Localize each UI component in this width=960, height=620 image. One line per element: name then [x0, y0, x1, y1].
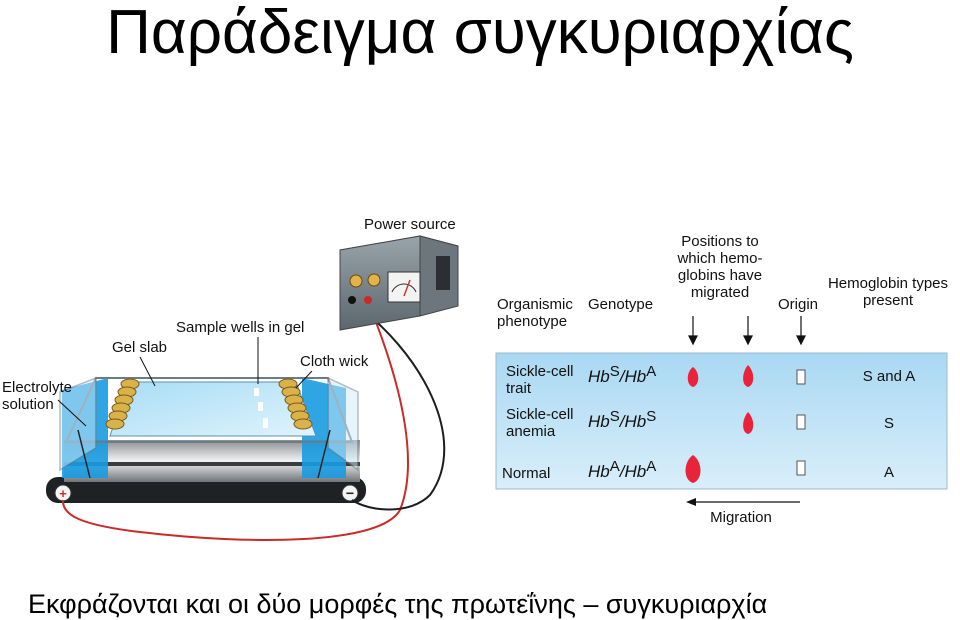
header-positions-3: globins have [678, 267, 762, 284]
svg-text:trait: trait [506, 380, 532, 397]
svg-text:−: − [346, 485, 354, 501]
band-hbs [743, 365, 754, 387]
negative-terminal: − [341, 484, 359, 502]
label-sample-wells: Sample wells in gel [176, 319, 304, 336]
black-wire [351, 301, 446, 511]
row-normal: Normal HbA/HbA A [502, 455, 894, 483]
results-panel [495, 352, 948, 490]
band-hba-strong [685, 455, 701, 483]
header-positions-4: migrated [691, 284, 749, 301]
slide-caption: Εκφράζονται και οι δύο μορφές της πρωτεΐ… [28, 589, 768, 619]
header-genotype: Genotype [588, 296, 653, 313]
header-phenotype: Organismic [497, 296, 573, 313]
red-wire [61, 301, 409, 541]
left-cloth-wick [105, 378, 140, 430]
svg-text:S and A: S and A [863, 368, 916, 385]
label-electrolyte: Electrolyte [2, 379, 72, 396]
svg-text:HbS/HbA: HbS/HbA [588, 363, 656, 386]
label-power-source: Power source [364, 216, 456, 233]
tank-body [64, 440, 360, 482]
base-plate [46, 477, 366, 503]
header-phenotype-2: phenotype [497, 313, 567, 330]
diagram: + − Power source Sample wells in gel Gel… [2, 216, 948, 541]
positive-terminal: + [54, 484, 72, 502]
svg-text:HbA/HbA: HbA/HbA [588, 458, 656, 481]
label-migration: Migration [710, 509, 772, 526]
svg-text:Normal: Normal [502, 465, 550, 482]
label-gel-slab: Gel slab [112, 339, 167, 356]
label-electrolyte-solution: solution [2, 396, 54, 413]
meter-dial [387, 271, 421, 303]
sample-wells [254, 388, 268, 428]
svg-text:anemia: anemia [506, 423, 556, 440]
header-positions: Positions to [681, 233, 759, 250]
svg-text:A: A [884, 464, 894, 481]
svg-text:Sickle-cell: Sickle-cell [506, 363, 574, 380]
origin-well [796, 369, 806, 385]
slide-title: Παράδειγμα συγκυριαρχίας [106, 0, 854, 67]
svg-text:HbS/HbS: HbS/HbS [588, 408, 656, 431]
electrophoresis-apparatus: + − [46, 376, 366, 503]
header-origin: Origin [778, 296, 818, 313]
black-jack [348, 296, 356, 304]
svg-text:Sickle-cell: Sickle-cell [506, 406, 574, 423]
svg-text:+: + [59, 486, 67, 501]
position-arrows [688, 316, 806, 346]
band-hba [687, 367, 699, 387]
red-jack [364, 296, 372, 304]
power-source [339, 235, 459, 331]
header-positions-2: which hemo- [676, 250, 762, 267]
origin-well [796, 460, 806, 476]
origin-well [796, 414, 806, 430]
label-cloth-wick: Cloth wick [300, 353, 369, 370]
knob-left [349, 274, 363, 288]
header-types: Hemoglobin types [828, 275, 948, 292]
band-hbs [743, 412, 754, 434]
results-table: Organismic phenotype Genotype Positions … [495, 233, 948, 526]
svg-text:S: S [884, 415, 894, 432]
right-cloth-wick [278, 378, 313, 430]
migration-arrow: Migration [686, 498, 800, 526]
row-sickle-anemia: Sickle-cell anemia HbS/HbS S [506, 406, 894, 440]
knob-right [367, 273, 381, 287]
row-sickle-trait: Sickle-cell trait HbS/HbA S and A [506, 363, 915, 397]
header-types-2: present [863, 292, 914, 309]
